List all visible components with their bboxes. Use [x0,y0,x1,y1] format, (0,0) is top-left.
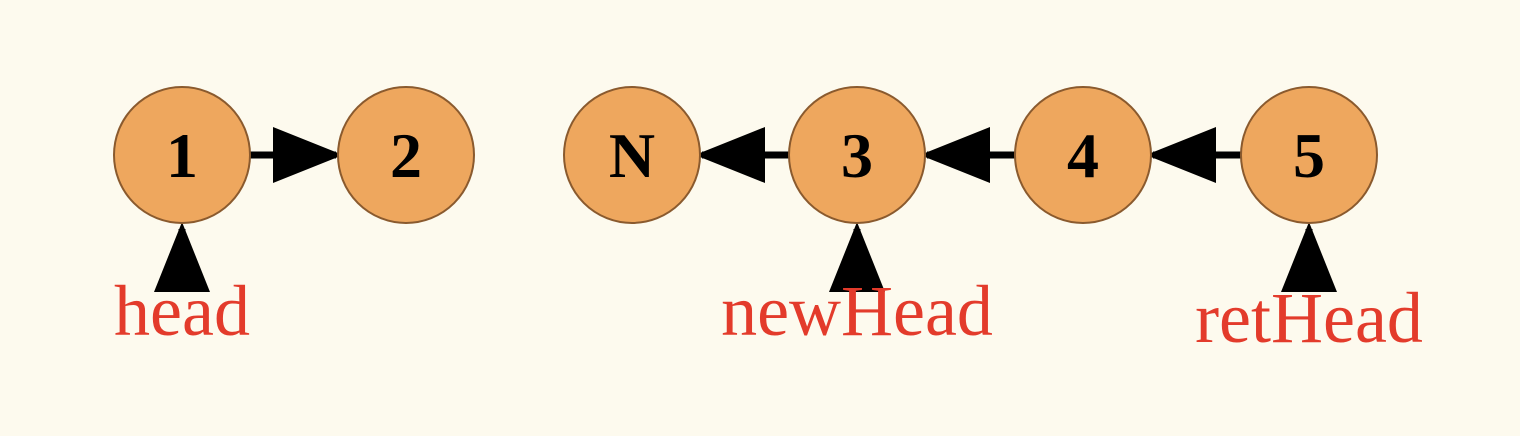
pointers-layer: head newHead retHead [114,222,1423,358]
nodes-layer: 1 2 N 3 4 5 [113,86,1378,224]
list-node-1: 1 [113,86,251,224]
list-node-3: 3 [788,86,926,224]
pointer-label: newHead [721,271,993,351]
pointer-label: head [114,271,250,351]
node-label: 2 [390,120,422,191]
node-label: 1 [166,120,198,191]
pointer-label: retHead [1195,278,1423,358]
node-circle [1014,86,1152,224]
node-circle [337,86,475,224]
node-label: 5 [1293,120,1325,191]
node-circle [563,86,701,224]
pointer-head: head [114,222,250,351]
node-label: 3 [841,120,873,191]
node-label: N [609,120,655,191]
pointer-rethead: retHead [1195,222,1423,358]
list-node-4: 4 [1014,86,1152,224]
list-node-5: 5 [1240,86,1378,224]
list-node-n: N [563,86,701,224]
node-circle [788,86,926,224]
node-circle [113,86,251,224]
node-circle [1240,86,1378,224]
node-label: 4 [1067,120,1099,191]
pointer-newhead: newHead [721,222,993,351]
list-node-2: 2 [337,86,475,224]
